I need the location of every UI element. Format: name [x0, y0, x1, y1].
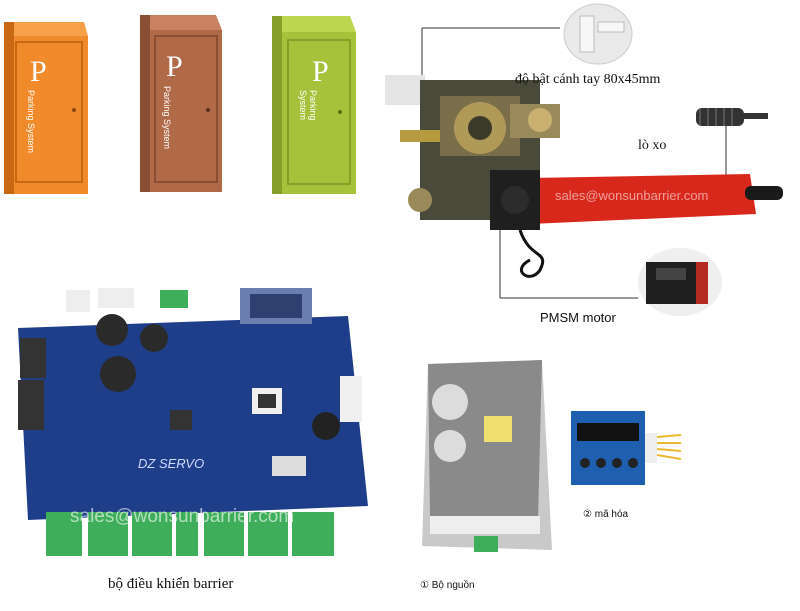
power-supply-caption: ① Bộ nguồn: [420, 580, 475, 591]
controller-graphic: [18, 288, 368, 556]
arm-inset: [563, 3, 633, 65]
board-text: DZ SERVO: [138, 456, 205, 471]
cabinet-2-letter: P: [166, 50, 183, 83]
encoder: ② mã hóa: [565, 405, 685, 535]
controller-board: DZ SERVO sales@wonsunbarrier.com bộ điều…: [0, 280, 380, 592]
cabinet-1-text: Parking System: [26, 90, 36, 154]
encoder-graphic: [571, 411, 682, 485]
cabinet-row-graphic: [4, 15, 356, 194]
controller-caption: bộ điều khiển barrier: [108, 576, 234, 592]
cabinet-3-text: Parking System: [298, 90, 318, 121]
encoder-caption: ② mã hóa: [583, 509, 629, 520]
spring-label: lò xo: [638, 138, 667, 153]
cabinet-orange: [4, 22, 88, 194]
power-supply: ① Bộ nguồn: [410, 350, 560, 600]
cabinet-3-letter: P: [312, 55, 329, 88]
mechanism-graphic: [385, 3, 783, 316]
cabinet-1-letter: P: [30, 55, 47, 88]
cabinet-2-text: Parking System: [162, 86, 172, 150]
mechanism-watermark: sales@wonsunbarrier.com: [555, 188, 709, 203]
barrier-cabinets: P Parking System P Parking System P Park…: [0, 0, 370, 200]
power-supply-graphic: [422, 360, 552, 552]
cabinet-brown: [140, 15, 222, 192]
motor-label: PMSM motor: [540, 310, 616, 325]
cabinet-green: [272, 16, 356, 194]
barrier-mechanism: độ bật cánh tay 80x45mm lò xo PMSM motor…: [380, 0, 800, 330]
arm-size-label: độ bật cánh tay 80x45mm: [515, 72, 661, 87]
motor-inset: [638, 248, 722, 316]
controller-watermark: sales@wonsunbarrier.com: [70, 506, 295, 527]
spring-inset: [696, 108, 768, 126]
terminal-blocks: [46, 512, 334, 556]
